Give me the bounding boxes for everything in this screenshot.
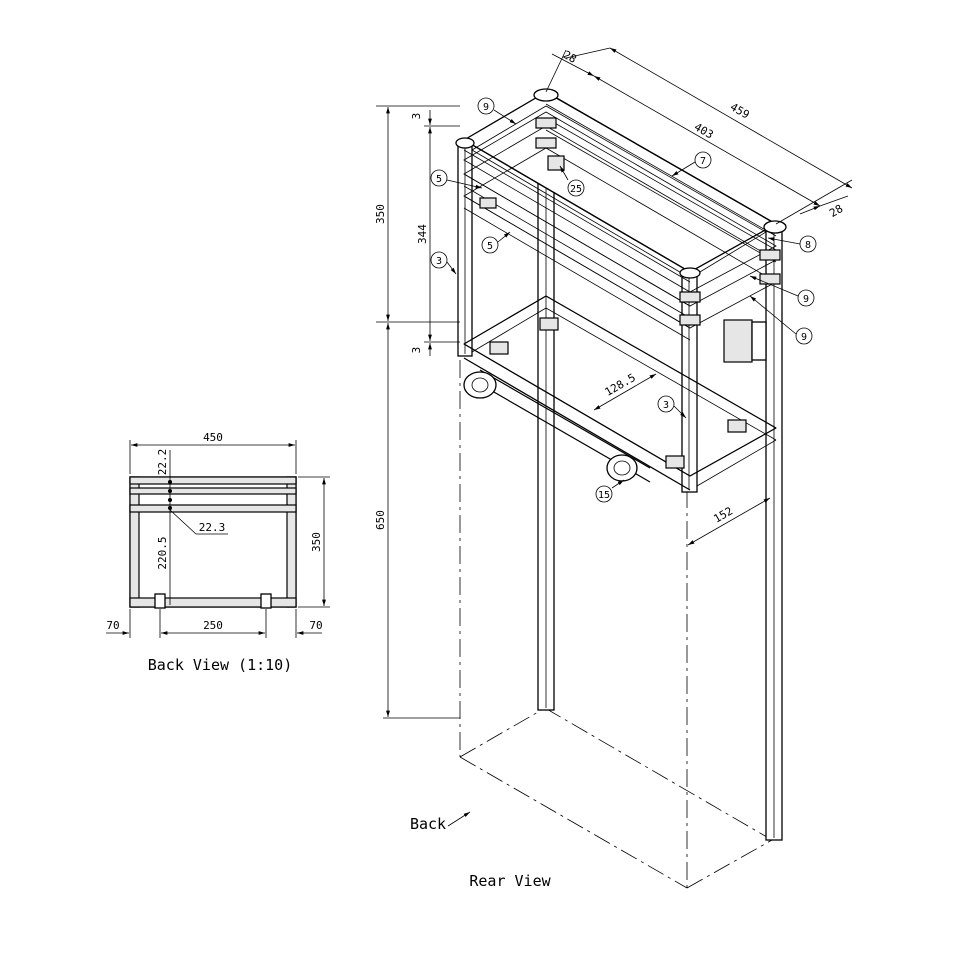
balloon-5-left: 5 [436,174,442,185]
dim-3-bottom: 3 [410,347,423,354]
balloon-3-left: 3 [436,256,442,267]
dim-back-right-margin: 70 [309,619,322,632]
floor-outline [459,360,773,889]
rear-view: 28 459 403 28 350 344 3 3 650 128.5 152 [374,47,853,890]
balloon-7: 7 [700,156,706,167]
balloon-5-lower: 5 [487,241,493,252]
balloon-3-right: 3 [663,400,669,411]
balloon-8: 8 [805,240,811,251]
back-view-title: Back View (1:10) [148,656,293,674]
dim-back-height: 350 [310,532,323,552]
dim-403: 403 [692,120,716,141]
dim-back-drop: 220.5 [156,536,169,569]
dim-28-right: 28 [827,202,845,220]
balloon-15: 15 [598,490,610,501]
dim-back-top-gap: 22.2 [156,449,169,476]
rear-posts [537,109,783,841]
dim-back-width: 450 [203,431,223,444]
rear-view-title: Rear View [469,872,551,890]
top-frame [455,88,787,341]
dim-3-top: 3 [410,113,423,120]
part-balloons [430,97,817,503]
balloon-9-right-a: 9 [803,294,809,305]
back-view-frame [129,476,297,609]
back-view: 450 350 22.2 22.3 220.5 70 250 70 Back V… [106,431,330,674]
dim-back-center-span: 250 [203,619,223,632]
dim-650: 650 [374,510,387,530]
rear-view-dimensions [376,47,853,827]
back-view-dimensions [106,440,330,638]
dim-back-mid-gap: 22.3 [199,521,226,534]
dim-344: 344 [416,224,429,244]
bottom-frame [463,295,777,491]
balloon-25: 25 [570,184,582,195]
back-arrow-label: Back [410,815,446,833]
dim-350: 350 [374,204,387,224]
dim-28-top: 28 [561,48,579,66]
dim-back-left-margin: 70 [106,619,119,632]
balloon-9-right-b: 9 [801,332,807,343]
balloon-9-top: 9 [483,102,489,113]
dim-152: 152 [711,504,735,525]
